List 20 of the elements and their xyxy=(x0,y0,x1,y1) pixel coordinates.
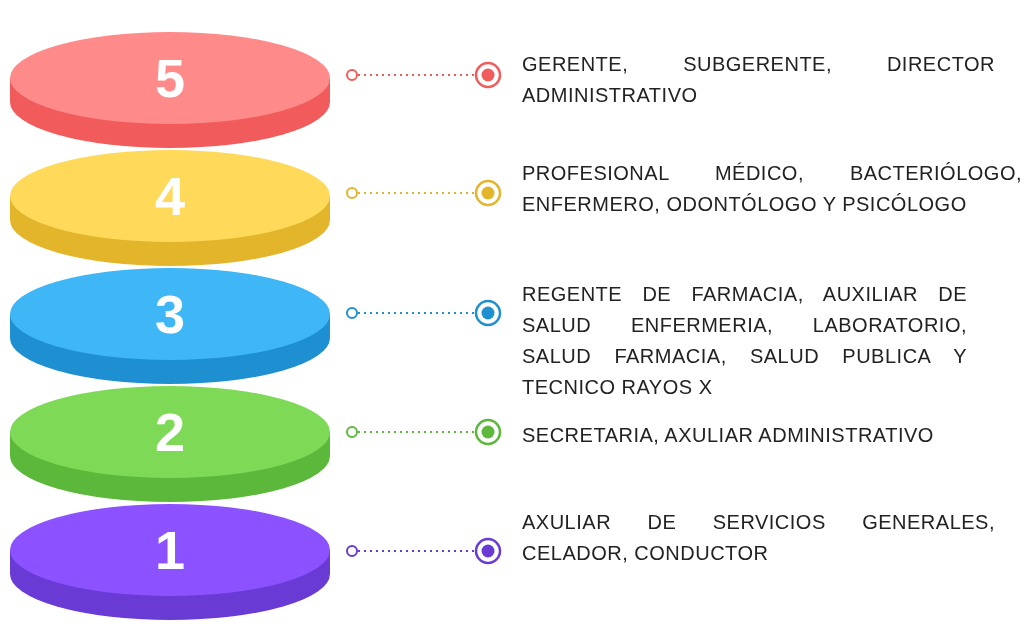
level-description: REGENTE DE FARMACIA, AUXILIAR DE SALUD ENFERMERIA, LABORATORIO, SALUD FARMACIA, SALUD PUBLICA Y TECNICO RAYOS X xyxy=(522,279,967,403)
level-number: 3 xyxy=(153,284,186,344)
level-description: GERENTE, SUBGERENTE, DIRECTOR ADMINISTRATIVO xyxy=(522,49,995,111)
level-number: 1 xyxy=(153,520,186,580)
leader-line xyxy=(346,418,502,446)
level-description: AXULIAR DE SERVICIOS GENERALES, CELADOR, CONDUCTOR xyxy=(522,507,995,569)
level-description: PROFESIONAL MÉDICO, BACTERIÓLOGO, ENFERMERO, ODONTÓLOGO Y PSICÓLOGO xyxy=(522,158,1022,220)
leader-line xyxy=(346,537,502,565)
leader-line xyxy=(346,299,502,327)
level-disc xyxy=(10,386,330,502)
level-number: 2 xyxy=(153,402,186,462)
level-disc xyxy=(10,504,330,620)
level-description: SECRETARIA, AXULIAR ADMINISTRATIVO xyxy=(522,420,952,451)
level-disc xyxy=(10,268,330,384)
leader-line xyxy=(346,61,502,89)
level-disc xyxy=(10,32,330,148)
leader-line xyxy=(346,179,502,207)
level-number: 4 xyxy=(153,166,186,226)
level-disc xyxy=(10,150,330,266)
level-number: 5 xyxy=(153,48,186,108)
